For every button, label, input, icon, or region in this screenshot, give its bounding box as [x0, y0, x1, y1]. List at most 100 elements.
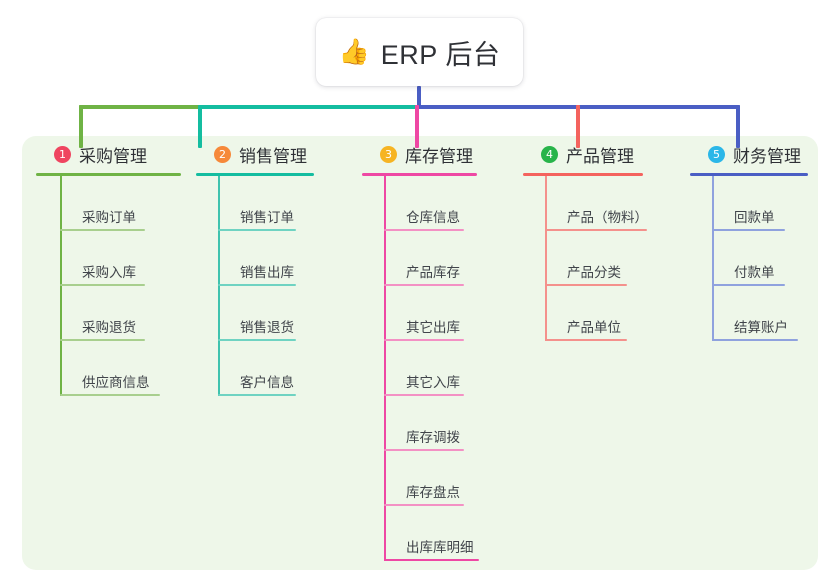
branch-column-3: 3 库存管理 仓库信息 产品库存 其它出库 其它入库 库存调拨	[362, 142, 479, 561]
branch-column-5: 5 财务管理 回款单 付款单 结算账户	[690, 142, 808, 341]
leaf-label: 结算账户	[734, 320, 788, 335]
leaf-spine-1	[60, 176, 62, 396]
branch-badge-4: 4	[541, 145, 558, 163]
branch-rule-2	[196, 173, 314, 176]
leaf-item[interactable]: 产品库存	[362, 231, 477, 286]
leaf-item[interactable]: 结算账户	[690, 286, 808, 341]
leaf-item[interactable]: 供应商信息	[36, 341, 181, 396]
leaf-rule	[218, 339, 296, 341]
trunk-connector	[417, 86, 421, 108]
branch-badge-3: 3	[380, 145, 397, 163]
leaf-label: 供应商信息	[82, 375, 150, 390]
branch-badge-5: 5	[708, 145, 725, 163]
leaf-rule	[218, 229, 296, 231]
leaf-item[interactable]: 销售订单	[196, 176, 314, 231]
drop-connector-3	[415, 105, 419, 148]
leaf-label: 产品分类	[567, 265, 621, 280]
leaf-item[interactable]: 仓库信息	[362, 176, 477, 231]
branch-header-4[interactable]: 4 产品管理	[523, 142, 643, 166]
drop-connector-2	[198, 105, 202, 148]
thumbs-up-emoji: 👍	[338, 37, 370, 66]
leaf-label: 销售退货	[240, 320, 294, 335]
branch-title-5: 财务管理	[733, 146, 801, 166]
leaf-rule	[384, 339, 464, 341]
leaf-rule	[60, 284, 145, 286]
leaf-item[interactable]: 产品（物料）	[523, 176, 648, 231]
leaf-rule	[384, 229, 464, 231]
branch-header-3[interactable]: 3 库存管理	[362, 142, 477, 166]
leaf-spine-2	[218, 176, 220, 396]
leaf-list-3: 仓库信息 产品库存 其它出库 其它入库 库存调拨 库存盘点	[362, 176, 479, 561]
leaf-item[interactable]: 库存盘点	[362, 451, 477, 506]
branch-header-5[interactable]: 5 财务管理	[690, 142, 808, 166]
leaf-rule	[545, 229, 647, 231]
drop-connector-5	[736, 105, 740, 148]
leaf-item[interactable]: 产品单位	[523, 286, 643, 341]
root-node-card[interactable]: 👍 ERP 后台	[316, 18, 523, 86]
leaf-label: 库存调拨	[406, 430, 460, 445]
branch-column-2: 2 销售管理 销售订单 销售出库 销售退货 客户信息	[196, 142, 314, 396]
leaf-item[interactable]: 采购退货	[36, 286, 181, 341]
branch-header-1[interactable]: 1 采购管理	[36, 142, 181, 166]
branch-rule-5	[690, 173, 808, 176]
leaf-item[interactable]: 客户信息	[196, 341, 314, 396]
leaf-label: 产品库存	[406, 265, 460, 280]
leaf-label: 采购入库	[82, 265, 136, 280]
leaf-item[interactable]: 采购订单	[36, 176, 181, 231]
leaf-item[interactable]: 其它出库	[362, 286, 477, 341]
leaf-item[interactable]: 采购入库	[36, 231, 181, 286]
leaf-rule	[384, 284, 464, 286]
leaf-label: 客户信息	[240, 375, 294, 390]
leaf-label: 其它出库	[406, 320, 460, 335]
leaf-spine-5	[712, 176, 714, 341]
leaf-label: 回款单	[734, 210, 775, 225]
branch-badge-1: 1	[54, 145, 71, 163]
leaf-rule	[60, 339, 145, 341]
branch-title-2: 销售管理	[239, 146, 307, 166]
branch-rule-4	[523, 173, 643, 176]
leaf-rule	[712, 229, 785, 231]
leaf-label: 销售出库	[240, 265, 294, 280]
leaf-label: 付款单	[734, 265, 775, 280]
leaf-item[interactable]: 付款单	[690, 231, 808, 286]
leaf-label: 采购订单	[82, 210, 136, 225]
branch-title-1: 采购管理	[79, 146, 147, 166]
branch-bar-teal	[199, 105, 418, 109]
leaf-item[interactable]: 销售出库	[196, 231, 314, 286]
leaf-item[interactable]: 其它入库	[362, 341, 477, 396]
leaf-item[interactable]: 产品分类	[523, 231, 643, 286]
branch-rule-1	[36, 173, 181, 176]
leaf-rule	[545, 339, 627, 341]
leaf-rule	[384, 394, 464, 396]
branch-column-4: 4 产品管理 产品（物料） 产品分类 产品单位	[523, 142, 648, 341]
leaf-label: 产品单位	[567, 320, 621, 335]
content-panel	[22, 136, 818, 570]
branch-header-2[interactable]: 2 销售管理	[196, 142, 314, 166]
drop-connector-1	[79, 105, 83, 148]
leaf-rule	[60, 229, 145, 231]
leaf-list-1: 采购订单 采购入库 采购退货 供应商信息	[36, 176, 181, 396]
leaf-item[interactable]: 回款单	[690, 176, 808, 231]
leaf-rule	[218, 284, 296, 286]
leaf-label: 仓库信息	[406, 210, 460, 225]
leaf-label: 采购退货	[82, 320, 136, 335]
leaf-rule	[384, 449, 464, 451]
branch-bar-green	[79, 105, 200, 109]
branch-title-3: 库存管理	[405, 146, 473, 166]
branch-column-1: 1 采购管理 采购订单 采购入库 采购退货 供应商信息	[36, 142, 181, 396]
leaf-spine-3	[384, 176, 386, 561]
leaf-list-5: 回款单 付款单 结算账户	[690, 176, 808, 341]
leaf-rule	[545, 284, 627, 286]
root-node-title: ERP 后台	[380, 39, 501, 70]
branch-rule-3	[362, 173, 477, 176]
leaf-item[interactable]: 出库库明细	[362, 506, 479, 561]
leaf-item[interactable]: 销售退货	[196, 286, 314, 341]
leaf-rule	[384, 504, 464, 506]
branch-badge-2: 2	[214, 145, 231, 163]
leaf-label: 其它入库	[406, 375, 460, 390]
leaf-label: 销售订单	[240, 210, 294, 225]
leaf-item[interactable]: 库存调拨	[362, 396, 477, 451]
leaf-rule	[60, 394, 160, 396]
leaf-list-4: 产品（物料） 产品分类 产品单位	[523, 176, 648, 341]
